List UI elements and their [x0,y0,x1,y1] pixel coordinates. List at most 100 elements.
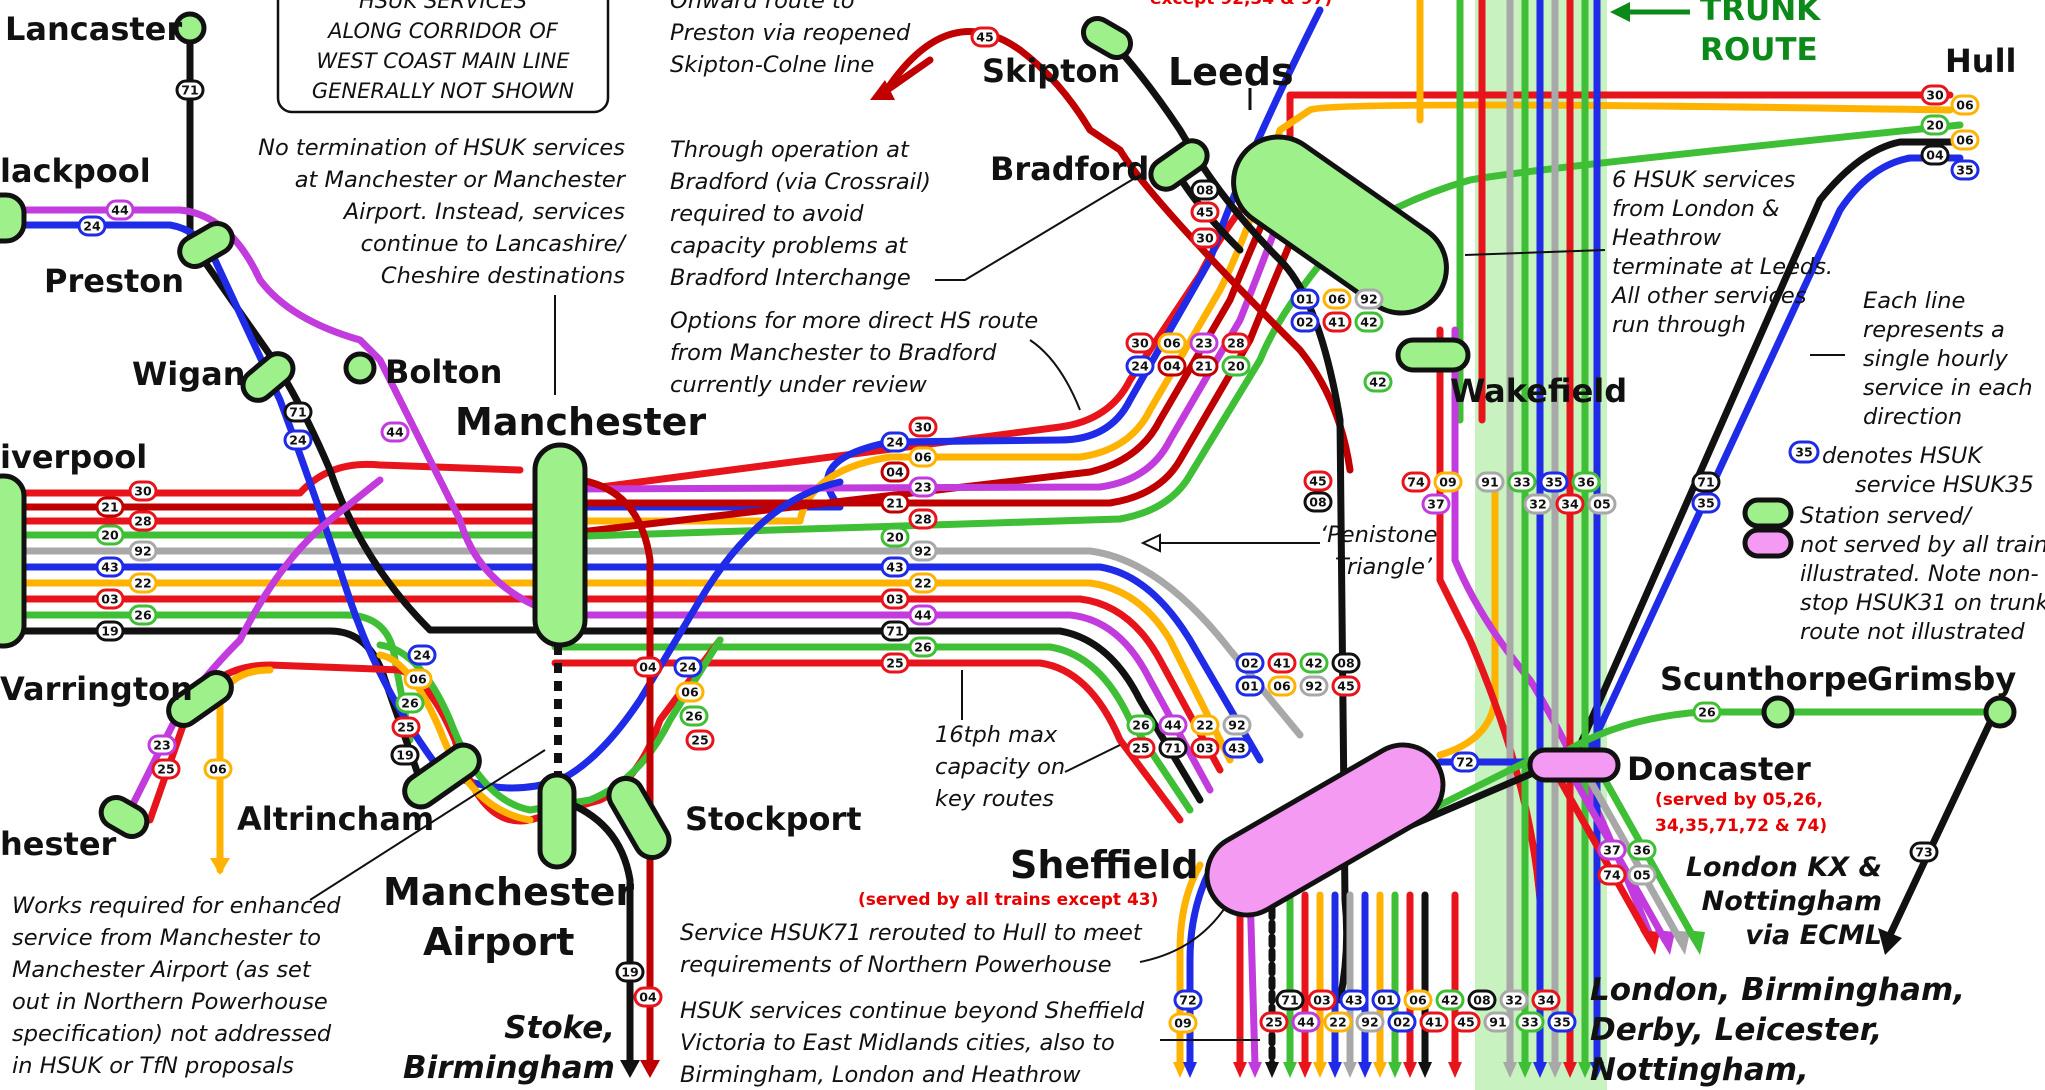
service-tag-label: 42 [1369,375,1386,390]
service-tag: 37 [1423,495,1449,513]
service-tag-label: 19 [621,965,638,980]
service-tag: 44 [910,606,936,624]
service-tag: 25 [153,760,179,778]
service-tag-label: 25 [691,733,708,748]
arrow-head-icon [1183,1062,1197,1078]
service-tag-label: 41 [1273,656,1290,671]
route-line [190,28,540,630]
service-tag-label: 91 [1489,1015,1506,1030]
service-tag-label: 22 [914,576,931,591]
label-altrincham: Altrincham [237,800,434,838]
service-tag: 42 [1356,313,1382,331]
service-tag: 25 [1128,739,1154,757]
station-liverpool [0,476,24,646]
service-tag-label: 30 [1131,336,1149,351]
svg-text:terminate at Leeds.: terminate at Leeds. [1612,254,1833,280]
service-tag: 91 [1477,473,1503,491]
service-tag-label: 05 [1633,868,1650,883]
service-tag: 45 [1453,1013,1479,1031]
service-tag: 01 [1373,991,1399,1009]
service-tag: 36 [1573,473,1599,491]
service-tag: 02 [1389,1013,1415,1031]
service-tag: 04 [635,658,661,676]
arrow-head-icon [1233,1062,1247,1078]
service-tag-label: 74 [1407,475,1425,490]
arrow-head-icon [1358,1062,1372,1078]
service-tag: 24 [675,658,701,676]
service-tag-label: 92 [914,544,931,559]
arrow-head-icon [1265,1062,1279,1078]
arrow-head-icon [1448,1062,1462,1078]
svg-text:Works required for enhanced: Works required for enhanced [12,893,341,919]
svg-text:Airport. Instead, services: Airport. Instead, services [342,199,626,225]
arrow-head-icon [1418,1062,1432,1078]
arrow-head-icon [1248,1062,1262,1078]
label-sheffield: Sheffield [1010,843,1199,887]
label-liverpool: iverpool [0,438,147,476]
service-tag: 03 [1309,991,1335,1009]
service-tag-label: 42 [1360,315,1377,330]
service-tag-label: 22 [1329,1015,1346,1030]
service-tag-label: 71 [181,83,198,98]
service-tag: 71 [1277,991,1303,1009]
service-tag-label: 37 [1427,497,1444,512]
service-tag: 45 [972,28,998,46]
service-tag: 28 [910,510,936,528]
service-tag: 26 [681,707,707,725]
service-tag: 06 [1159,334,1185,352]
station-wigan [237,348,299,407]
svg-text:Cheshire destinations: Cheshire destinations [381,263,625,289]
label-manchester-airport-2: Airport [423,920,574,964]
service-tag-label: 71 [1697,475,1714,490]
service-tag-label: 28 [914,512,931,527]
service-tag: 43 [1224,739,1250,757]
svg-text:requirements of Northern Power: requirements of Northern Powerhouse [680,952,1112,978]
service-tag: 03 [882,590,908,608]
service-tag-label: 24 [1131,359,1149,374]
station-stockport [603,772,675,863]
service-tag: 24 [409,646,435,664]
legend-station-green [1745,500,1791,526]
service-tag: 06 [1952,131,1978,149]
service-tag: 92 [1357,1013,1383,1031]
service-tag-label: 26 [134,608,152,623]
service-tag-label: 92 [1228,718,1245,733]
service-tag-label: 19 [396,748,413,763]
service-tag-label: 22 [134,576,151,591]
service-tag: 43 [1341,991,1367,1009]
service-tag-label: 26 [914,640,932,655]
svg-text:capacity problems at: capacity problems at [670,233,908,259]
svg-text:route not illustrated: route not illustrated [1800,619,2025,645]
svg-text:represents a: represents a [1863,317,2005,343]
service-tag-label: 28 [134,514,151,529]
service-tag-label: 23 [153,738,170,753]
service-tag-label: 30 [1196,231,1214,246]
service-tag: 23 [1191,334,1217,352]
service-tag: 25 [882,654,908,672]
service-tag-label: 03 [886,592,903,607]
service-tag-label: 02 [1393,1015,1410,1030]
service-tag: 92 [1301,677,1327,695]
label-lancaster: Lancaster [5,10,182,48]
service-tag-label: 06 [914,450,932,465]
svg-text:from Manchester to Bradford: from Manchester to Bradford [670,340,997,366]
svg-text:(served by all trains except 4: (served by all trains except 43) [858,890,1158,910]
svg-text:Heathrow: Heathrow [1612,225,1722,251]
service-tag: 06 [1324,290,1350,308]
service-tag-label: 25 [886,656,903,671]
svg-text:currently under review: currently under review [670,372,927,398]
service-tag-label: 91 [1481,475,1498,490]
service-tag-label: 25 [157,762,174,777]
service-tag: 20 [882,528,908,546]
service-tag-label: 45 [1337,679,1354,694]
service-tag-label: 34 [1561,497,1579,512]
service-tag: 35 [1549,1013,1575,1031]
service-tag-label: 71 [1164,741,1181,756]
svg-text:Stoke,: Stoke, [504,1010,615,1046]
label-skipton: Skipton [982,52,1120,90]
service-tag: 06 [910,448,936,466]
service-tag-label: 92 [1361,1015,1378,1030]
wcml-note-1: HSUK SERVICES [359,0,527,13]
service-tag-label: 34 [1537,993,1555,1008]
